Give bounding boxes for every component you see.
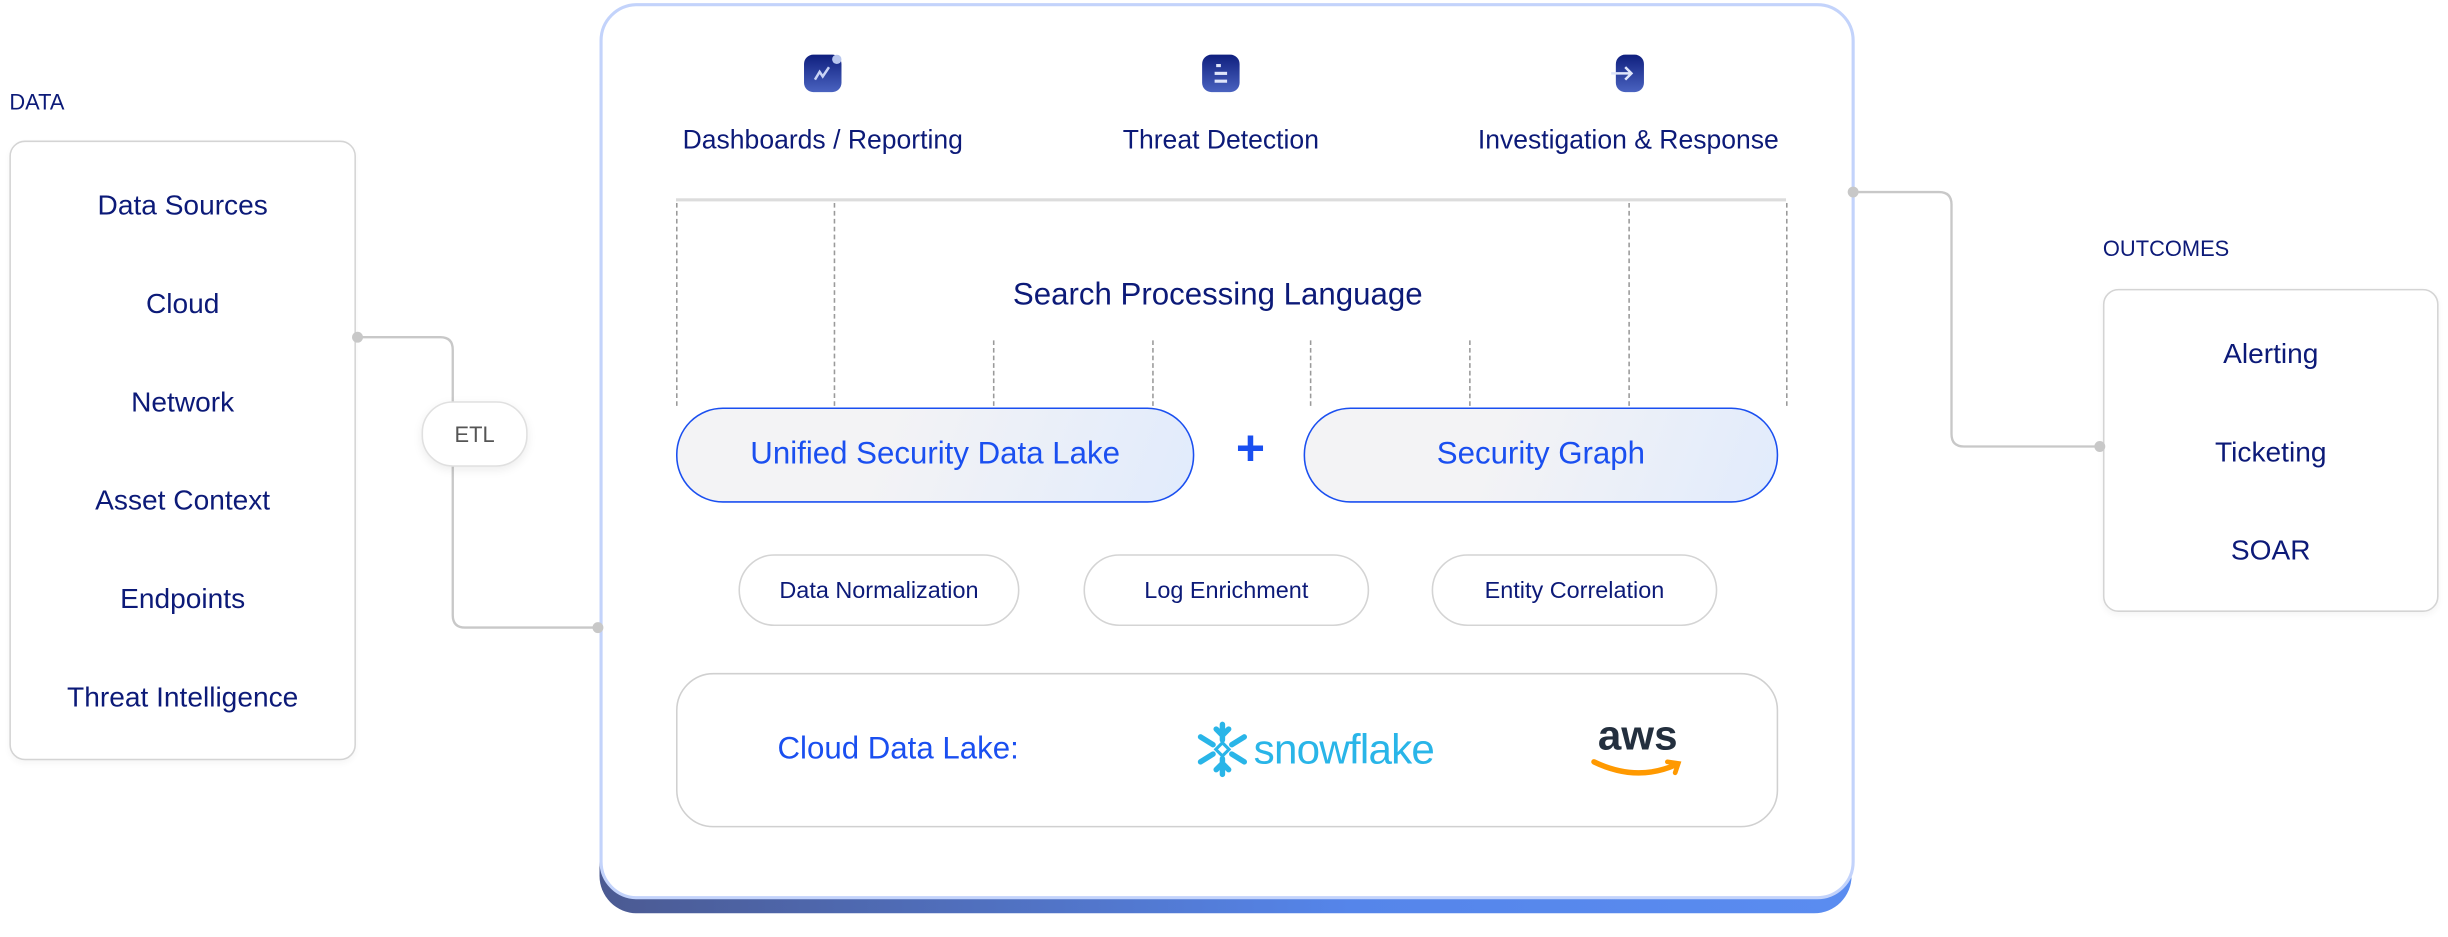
capability-investigation-response: Investigation & Response bbox=[1477, 124, 1779, 155]
unified-security-data-lake: Unified Security Data Lake bbox=[675, 407, 1195, 503]
data-section-label: DATA bbox=[9, 88, 65, 114]
connector-dash bbox=[1469, 340, 1471, 406]
capability-threat-detection: Threat Detection bbox=[1122, 124, 1319, 155]
connector-dash bbox=[1309, 340, 1312, 406]
outcome-item: Ticketing bbox=[2215, 436, 2327, 468]
cloud-data-lake-panel: Cloud Data Lake: snowflake aws bbox=[675, 672, 1779, 828]
aws-wordmark: aws bbox=[1597, 711, 1678, 759]
spl-label: Search Processing Language bbox=[1012, 277, 1423, 313]
outcome-item: SOAR bbox=[2230, 534, 2311, 566]
connector-dash bbox=[675, 202, 678, 406]
security-graph: Security Graph bbox=[1303, 407, 1779, 503]
data-item: Asset Context bbox=[95, 484, 271, 516]
data-item: Network bbox=[131, 386, 235, 418]
process-data-normalization: Data Normalization bbox=[738, 554, 1020, 627]
snowflake-icon bbox=[1197, 721, 1248, 778]
data-item: Data Sources bbox=[97, 189, 268, 221]
snowflake-logo: snowflake bbox=[1194, 721, 1435, 778]
connector-dash bbox=[1152, 340, 1154, 406]
chart-icon bbox=[804, 54, 842, 93]
capability-dashboards-reporting: Dashboards / Reporting bbox=[682, 124, 963, 155]
connector-dash bbox=[1628, 202, 1630, 406]
connector-dash bbox=[1786, 202, 1788, 406]
snowflake-wordmark: snowflake bbox=[1253, 725, 1435, 773]
data-item: Endpoints bbox=[120, 583, 246, 615]
outcomes-panel: Alerting Ticketing SOAR bbox=[2102, 288, 2439, 612]
data-item: Cloud bbox=[145, 288, 220, 320]
process-entity-correlation: Entity Correlation bbox=[1431, 554, 1718, 627]
data-item: Threat Intelligence bbox=[67, 681, 299, 713]
cloud-data-lake-label: Cloud Data Lake: bbox=[777, 732, 1019, 767]
data-sources-panel: Data Sources Cloud Network Asset Context… bbox=[9, 140, 356, 761]
platform-panel: Dashboards / Reporting Threat Detection … bbox=[599, 3, 1855, 900]
divider bbox=[675, 198, 1787, 202]
aws-smile-icon bbox=[1591, 759, 1682, 776]
aws-logo: aws bbox=[1589, 713, 1686, 786]
connector-dash bbox=[992, 340, 995, 406]
outcomes-section-label: OUTCOMES bbox=[2102, 235, 2230, 261]
plus-icon: + bbox=[1235, 419, 1266, 477]
arrow-right-icon bbox=[1611, 54, 1644, 93]
connector-dash bbox=[833, 202, 836, 406]
process-log-enrichment: Log Enrichment bbox=[1083, 554, 1370, 627]
list-icon bbox=[1202, 54, 1240, 93]
outcome-item: Alerting bbox=[2223, 337, 2319, 370]
etl-badge: ETL bbox=[421, 401, 528, 467]
